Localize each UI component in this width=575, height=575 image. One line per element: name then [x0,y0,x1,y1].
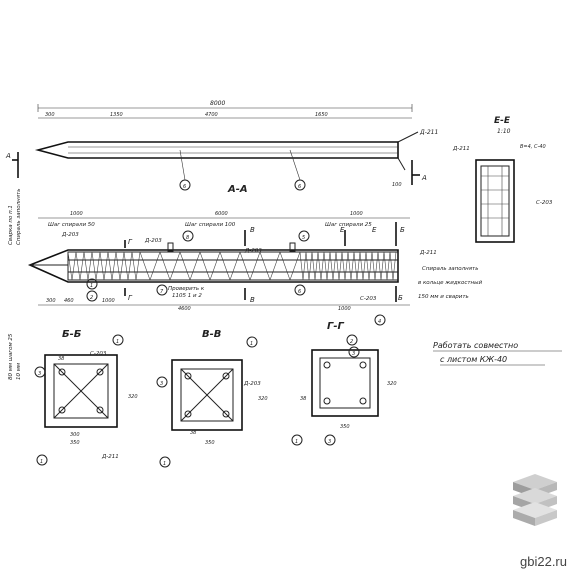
svg-text:Шаг спирали 50: Шаг спирали 50 [48,222,95,228]
svg-text:80 мм шагом 25: 80 мм шагом 25 [8,333,14,380]
dim-d4: 1650 [315,112,328,118]
svg-text:В: В [250,296,255,304]
svg-text:3: 3 [352,351,355,357]
left-note: Сварка по п.1 Спираль заполнять 80 мм ша… [8,189,22,381]
svg-text:Шаг спирали 25: Шаг спирали 25 [325,222,372,228]
svg-text:Шаг спирали 100: Шаг спирали 100 [185,222,236,228]
svg-text:3: 3 [328,439,331,445]
svg-text:6: 6 [298,184,301,190]
dim-d2: 1350 [110,112,123,118]
svg-text:С-203: С-203 [90,351,107,357]
svg-text:в кольце жидкостный: в кольце жидкостный [418,280,482,286]
svg-text:38: 38 [190,430,196,436]
svg-text:Сварка по п.1: Сварка по п.1 [8,205,14,245]
svg-text:300: 300 [70,432,80,438]
svg-text:1105 1 и 2: 1105 1 и 2 [172,293,202,299]
svg-text:Б-Б: Б-Б [62,329,82,340]
dim-end: 100 [392,182,402,188]
svg-text:В: В [250,226,255,234]
svg-text:320: 320 [387,381,397,387]
svg-text:1: 1 [40,459,43,465]
dim-d3: 4700 [205,112,218,118]
svg-text:Д-203: Д-203 [61,232,79,238]
label-d211-aa: Д-211 [419,129,438,136]
svg-text:4600: 4600 [178,306,191,312]
svg-text:300: 300 [46,298,56,304]
svg-text:Е: Е [340,226,345,234]
view-bb: Б-Б С-203 Д-211 38 320 350 300 1 3 1 [34,329,138,466]
view-main: 1000 6000 1000 Шаг спирали 50 Шаг спирал… [27,211,482,312]
svg-text:350: 350 [340,424,350,430]
svg-text:1:10: 1:10 [497,128,511,135]
svg-text:1: 1 [163,461,166,467]
svg-text:1000: 1000 [102,298,115,304]
svg-text:Г: Г [128,294,133,302]
svg-text:1: 1 [90,283,93,289]
svg-text:1000: 1000 [350,211,363,217]
svg-text:3: 3 [160,381,163,387]
svg-text:2: 2 [350,339,353,345]
svg-text:Е-Е: Е-Е [494,116,511,126]
svg-text:10 мм: 10 мм [16,363,22,380]
svg-text:С-203: С-203 [536,200,553,206]
svg-text:Б: Б [400,226,405,234]
svg-text:Работать совместно: Работать совместно [433,341,518,350]
svg-text:с листом КЖ-40: с листом КЖ-40 [440,355,507,364]
view-aa-title: А-А [227,184,248,195]
view-gg: Г-Г 350 320 38 4 2 3 3 1 [291,314,397,446]
svg-text:А: А [421,174,427,182]
svg-text:Спираль заполнять: Спираль заполнять [422,266,479,272]
svg-text:38: 38 [58,356,64,362]
view-ee: Е-Е 1:10 Д-211 В=4, С-40 С-203 [452,116,553,243]
svg-text:Д-203: Д-203 [244,248,262,254]
svg-text:1: 1 [295,439,298,445]
svg-text:Д-211: Д-211 [452,146,470,152]
view-vv: В-В Д-203 350 320 38 3 1 1 [156,329,268,468]
svg-text:А: А [5,152,11,160]
svg-text:В=4, С-40: В=4, С-40 [520,144,546,150]
svg-text:Б: Б [398,294,403,302]
svg-text:8: 8 [186,235,189,241]
svg-text:1000: 1000 [70,211,83,217]
view-aa: 8000 300 1350 4700 1650 Д-211 6 6 А-А 10… [5,100,438,195]
svg-text:6: 6 [298,289,301,295]
svg-text:Проверить к: Проверить к [168,286,205,292]
svg-text:320: 320 [258,396,268,402]
svg-text:Д-211: Д-211 [101,454,119,460]
svg-text:150 мм и сварить: 150 мм и сварить [418,294,469,300]
svg-text:Г-Г: Г-Г [327,321,345,332]
svg-text:460: 460 [64,298,74,304]
svg-text:Е: Е [372,226,377,234]
watermark-text: gbi22.ru [520,554,567,569]
svg-text:4: 4 [378,319,381,325]
svg-text:Д-203: Д-203 [243,381,261,387]
svg-text:7: 7 [160,289,164,295]
svg-text:Д-203: Д-203 [144,238,162,244]
svg-text:3: 3 [38,371,41,377]
right-note: Работать совместно с листом КЖ-40 [433,341,562,366]
svg-text:С-203: С-203 [360,296,377,302]
svg-text:1: 1 [116,339,119,345]
svg-text:В-В: В-В [202,329,221,340]
svg-text:350: 350 [205,440,215,446]
svg-text:2: 2 [90,295,93,301]
svg-text:6: 6 [183,184,186,190]
dim-total: 8000 [210,100,225,107]
logo-icon [505,472,565,527]
svg-text:6000: 6000 [215,211,228,217]
svg-text:Д-211: Д-211 [419,250,437,256]
svg-text:350: 350 [70,440,80,446]
dim-d1: 300 [45,112,55,118]
svg-text:5: 5 [302,235,305,241]
svg-text:320: 320 [128,394,138,400]
svg-text:1000: 1000 [338,306,351,312]
svg-text:Спираль заполнять: Спираль заполнять [16,189,22,246]
svg-text:Г: Г [128,238,133,246]
svg-text:38: 38 [300,396,306,402]
svg-text:1: 1 [250,341,253,347]
